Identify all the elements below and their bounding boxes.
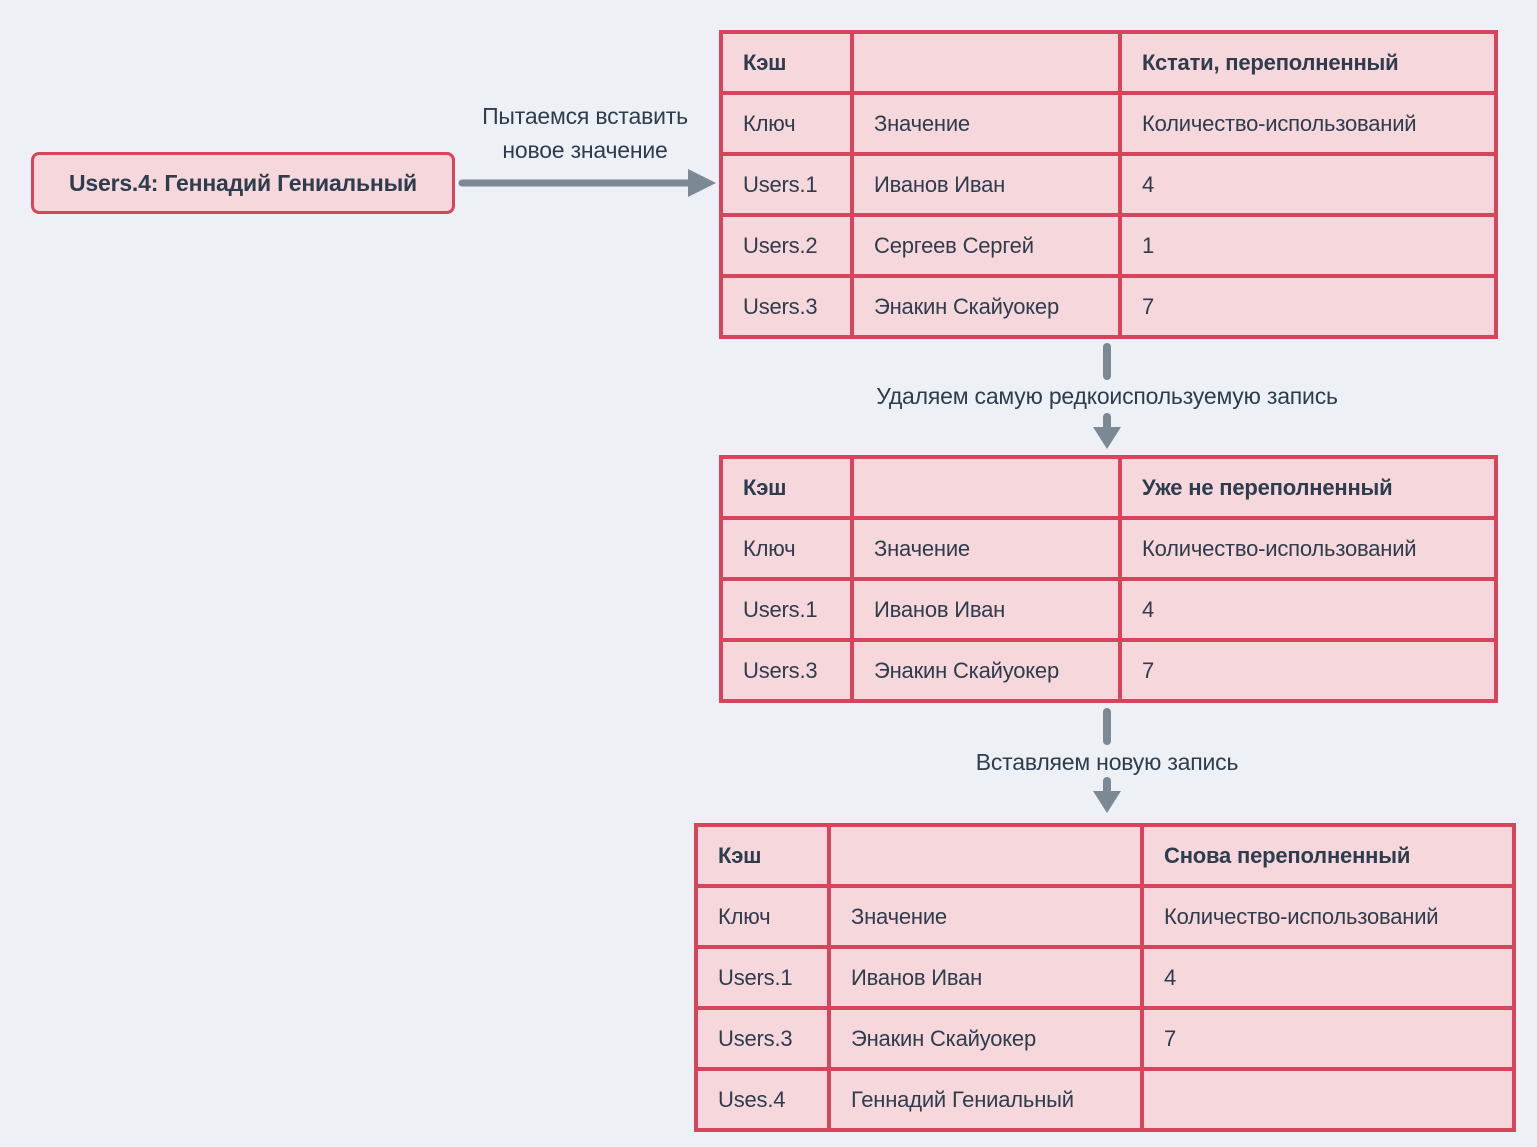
cell-value: Энакин Скайуокер xyxy=(850,638,1122,703)
table-title-cell: Кэш xyxy=(719,30,854,95)
table-title-row: Кэш Уже не переполненный xyxy=(719,455,1498,520)
table-row: Users.2 Сергеев Сергей 1 xyxy=(719,213,1498,278)
cell-key: Users.2 xyxy=(719,213,854,278)
column-header-usage: Количество-использований xyxy=(1140,884,1516,949)
cell-usage: 4 xyxy=(1140,945,1516,1010)
table-title-row: Кэш Кстати, переполненный xyxy=(719,30,1498,95)
table-spacer-cell xyxy=(827,823,1144,888)
table-title-cell: Кэш xyxy=(719,455,854,520)
column-header-value: Значение xyxy=(827,884,1144,949)
table-row: Users.1 Иванов Иван 4 xyxy=(719,152,1498,217)
table-row: Users.3 Энакин Скайуокер 7 xyxy=(694,1006,1516,1071)
table-title-cell: Кэш xyxy=(694,823,831,888)
table-row: Users.3 Энакин Скайуокер 7 xyxy=(719,638,1498,703)
cell-key: Users.3 xyxy=(719,638,854,703)
cell-usage xyxy=(1140,1067,1516,1132)
column-header-row: Ключ Значение Количество-использований xyxy=(719,91,1498,156)
column-header-usage: Количество-использований xyxy=(1118,91,1498,156)
insert-arrow-label: Пытаемся вставить новое значение xyxy=(435,99,735,167)
column-header-row: Ключ Значение Количество-использований xyxy=(694,884,1516,949)
cell-usage: 7 xyxy=(1118,638,1498,703)
column-header-key: Ключ xyxy=(719,91,854,156)
cache-table-not-overflowed: Кэш Уже не переполненный Ключ Значение К… xyxy=(719,455,1498,703)
table-status-cell: Снова переполненный xyxy=(1140,823,1516,888)
cell-usage: 7 xyxy=(1140,1006,1516,1071)
cell-usage: 4 xyxy=(1118,152,1498,217)
table-status-cell: Кстати, переполненный xyxy=(1118,30,1498,95)
column-header-value: Значение xyxy=(850,516,1122,581)
cell-value: Сергеев Сергей xyxy=(850,213,1122,278)
cell-value: Энакин Скайуокер xyxy=(827,1006,1144,1071)
table-row: Users.3 Энакин Скайуокер 7 xyxy=(719,274,1498,339)
column-header-key: Ключ xyxy=(719,516,854,581)
cell-key: Uses.4 xyxy=(694,1067,831,1132)
cache-table-overflowed: Кэш Кстати, переполненный Ключ Значение … xyxy=(719,30,1498,339)
table-spacer-cell xyxy=(850,30,1122,95)
new-entry-box: Users.4: Геннадий Гениальный xyxy=(31,152,455,214)
arrow-right-icon xyxy=(458,169,716,197)
column-header-row: Ключ Значение Количество-использований xyxy=(719,516,1498,581)
cell-usage: 1 xyxy=(1118,213,1498,278)
table-status-cell: Уже не переполненный xyxy=(1118,455,1498,520)
insert-arrow-label-line1: Пытаемся вставить xyxy=(482,103,688,129)
table-row: Users.1 Иванов Иван 4 xyxy=(719,577,1498,642)
cell-usage: 4 xyxy=(1118,577,1498,642)
new-entry-label: Users.4: Геннадий Гениальный xyxy=(69,169,417,196)
cell-key: Users.1 xyxy=(719,152,854,217)
step-label-insert: Вставляем новую запись xyxy=(975,749,1239,775)
column-header-usage: Количество-использований xyxy=(1118,516,1498,581)
cell-key: Users.1 xyxy=(694,945,831,1010)
cell-value: Иванов Иван xyxy=(827,945,1144,1010)
column-header-value: Значение xyxy=(850,91,1122,156)
cell-value: Иванов Иван xyxy=(850,152,1122,217)
table-title-row: Кэш Снова переполненный xyxy=(694,823,1516,888)
cell-key: Users.3 xyxy=(694,1006,831,1071)
cell-key: Users.1 xyxy=(719,577,854,642)
cache-table-overflowed-again: Кэш Снова переполненный Ключ Значение Ко… xyxy=(694,823,1516,1132)
table-row: Uses.4 Геннадий Гениальный xyxy=(694,1067,1516,1132)
insert-arrow-label-line2: новое значение xyxy=(502,137,668,163)
cell-key: Users.3 xyxy=(719,274,854,339)
cell-usage: 7 xyxy=(1118,274,1498,339)
cell-value: Геннадий Гениальный xyxy=(827,1067,1144,1132)
cell-value: Иванов Иван xyxy=(850,577,1122,642)
table-row: Users.1 Иванов Иван 4 xyxy=(694,945,1516,1010)
cell-value: Энакин Скайуокер xyxy=(850,274,1122,339)
table-spacer-cell xyxy=(850,455,1122,520)
step-label-evict: Удаляем самую редкоиспользуемую запись xyxy=(876,383,1338,409)
column-header-key: Ключ xyxy=(694,884,831,949)
